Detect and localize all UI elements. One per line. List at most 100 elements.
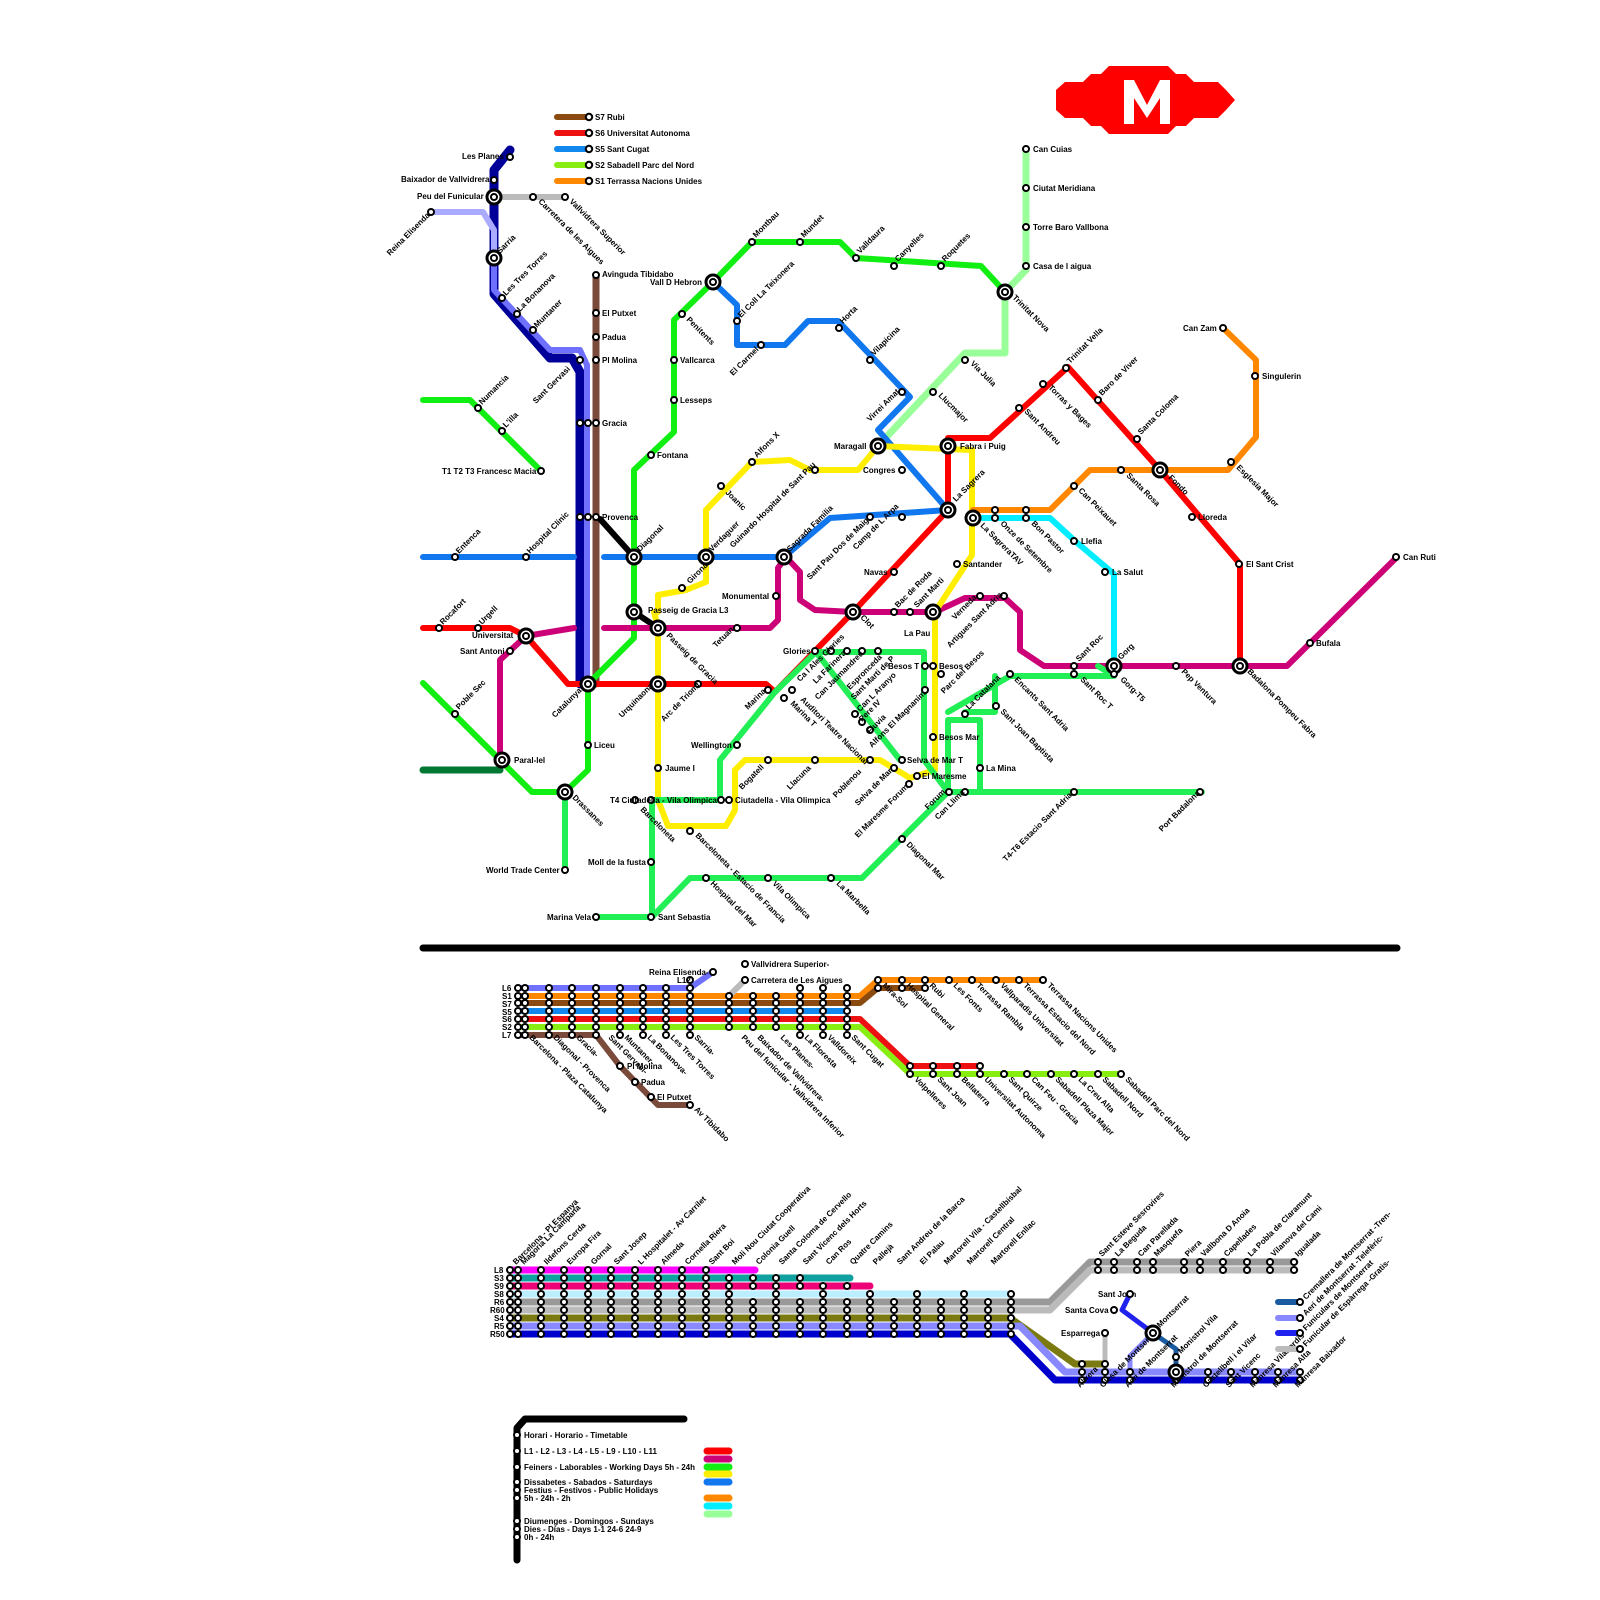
llob-r6-stop	[1267, 1267, 1273, 1273]
llob-stop	[507, 1283, 513, 1289]
label-llacuna: Llacuna	[785, 763, 813, 791]
fgc-stop	[750, 1000, 756, 1006]
llob-stop	[507, 1275, 513, 1281]
fgc-label-tibidabo: Av Tibidabo	[693, 1105, 732, 1144]
label-paral-lel: Paral-lel	[514, 756, 545, 765]
hub-peu-funicular	[487, 190, 501, 204]
llob-r6-stop	[1095, 1259, 1101, 1265]
fgc-stop	[593, 1000, 599, 1006]
hub-catalunya	[581, 677, 595, 691]
llob-stop	[726, 1315, 732, 1321]
llob-stop	[632, 1283, 638, 1289]
line-l5-b	[713, 282, 948, 510]
fgc-s1-labels: Mira-SolHospital GeneralRubiLes FontsTer…	[881, 981, 1120, 1057]
llob-stop	[914, 1315, 920, 1321]
llob-stop	[985, 1323, 991, 1329]
label-el-carmel: El Carmel	[728, 345, 760, 377]
label-catalunya: Catalunya	[550, 686, 584, 720]
fgc-stop	[844, 1000, 850, 1006]
fgc-stop	[750, 993, 756, 999]
label-universitat: Universitat	[472, 631, 514, 640]
hub-universitat	[519, 629, 533, 643]
label-montbau: Montbau	[751, 209, 781, 239]
llob-stop	[655, 1283, 661, 1289]
llob-stop	[820, 1323, 826, 1329]
llob-stop	[703, 1291, 709, 1297]
llob-stop	[914, 1323, 920, 1329]
fgc-stop	[640, 1032, 646, 1038]
fgc-l7-stop	[648, 1094, 654, 1100]
fgc-stop	[617, 1024, 623, 1030]
llobregat-line-labels: L8 S3 S9 S8 R6 R60 S4 R5 R50	[490, 1266, 505, 1339]
label-llefia: Llefia	[1081, 537, 1102, 546]
llob-stop	[655, 1331, 661, 1337]
fgc-s7-stop	[875, 985, 881, 991]
label-penitents: Penitents	[685, 315, 717, 347]
llob-stop	[797, 1307, 803, 1313]
line-l3	[423, 242, 1005, 792]
llob-r6-stop	[1095, 1267, 1101, 1273]
llob-stop	[515, 1323, 521, 1329]
llob-stop	[914, 1299, 920, 1305]
llob-stop	[797, 1315, 803, 1321]
llob-stop	[985, 1299, 991, 1305]
fgc-stop	[820, 1024, 826, 1030]
llob-r6-stop	[1181, 1267, 1187, 1273]
llob-stop	[891, 1331, 897, 1337]
fgc-stop	[797, 1000, 803, 1006]
label-passeig-gracia-l3: Passeig de Gracia L3	[648, 606, 729, 615]
fgc-stop	[726, 993, 732, 999]
label-vilapicina: Vilapicina	[869, 324, 902, 357]
llob-stop	[1079, 1361, 1085, 1367]
llob-stop	[820, 1291, 826, 1297]
metro-lines	[423, 150, 1397, 917]
label-numancia: Numancia	[477, 373, 511, 407]
llob-stop	[938, 1315, 944, 1321]
llob-stop	[679, 1283, 685, 1289]
llob-stop	[844, 1331, 850, 1337]
hub-trinitat-nova	[998, 285, 1012, 299]
fgc-stop	[546, 1016, 552, 1022]
fgc-stop	[844, 985, 850, 991]
label-roquetes: Roquetes	[940, 231, 973, 264]
label-jaume-i: Jaume I	[665, 764, 695, 773]
label-esglesia-major: Esglesia Major	[1235, 463, 1281, 509]
fgc-stop	[687, 1032, 693, 1038]
label-coll-teixonera: El Coll La Teixonera	[736, 259, 796, 319]
fgc-s2-stop	[1095, 1071, 1101, 1077]
label-sant-roc-t: Sant Roc T	[1079, 675, 1115, 711]
legend-top: S7 Rubi S6 Universitat Autonoma S5 Sant …	[557, 113, 703, 186]
llob-stop	[561, 1267, 567, 1273]
hub-passeig-gracia	[651, 621, 665, 635]
fgc-stop	[593, 1024, 599, 1030]
hub-monistrol	[1169, 1365, 1183, 1379]
label-sant-andreu: Sant Andreu	[1023, 407, 1063, 447]
llob-stop	[867, 1331, 873, 1337]
llob-stop	[914, 1307, 920, 1313]
fgc-line-labels: L6 S1 S7 S5 S6 S2 L7	[502, 984, 512, 1040]
llob-stop	[773, 1307, 779, 1313]
fgc-stop	[515, 993, 521, 999]
llob-stop	[538, 1299, 544, 1305]
label-fontana: Fontana	[657, 451, 689, 460]
llob-stop	[608, 1291, 614, 1297]
fgc-s1-stop	[969, 977, 975, 983]
label-pep-ventura: Pep Ventura	[1180, 667, 1219, 706]
label-wellington: Wellington	[691, 741, 732, 750]
fgc-s2-stop	[954, 1071, 960, 1077]
fgc-stop	[515, 1000, 521, 1006]
fgc-stop	[687, 1000, 693, 1006]
llob-stop	[632, 1267, 638, 1273]
fgc-stop	[640, 1024, 646, 1030]
fgc-stop	[593, 1032, 599, 1038]
llob-stop	[703, 1323, 709, 1329]
fgc-stop	[797, 985, 803, 991]
llob-stop	[750, 1275, 756, 1281]
fgc-stop	[569, 993, 575, 999]
fgc-s1-label: Rubi	[928, 981, 947, 1000]
fgc-s7-stop	[922, 985, 928, 991]
label-mundet: Mundet	[799, 213, 826, 240]
llob-stop	[703, 1307, 709, 1313]
llob-stop	[655, 1275, 661, 1281]
fgc-s2-stop	[930, 1071, 936, 1077]
